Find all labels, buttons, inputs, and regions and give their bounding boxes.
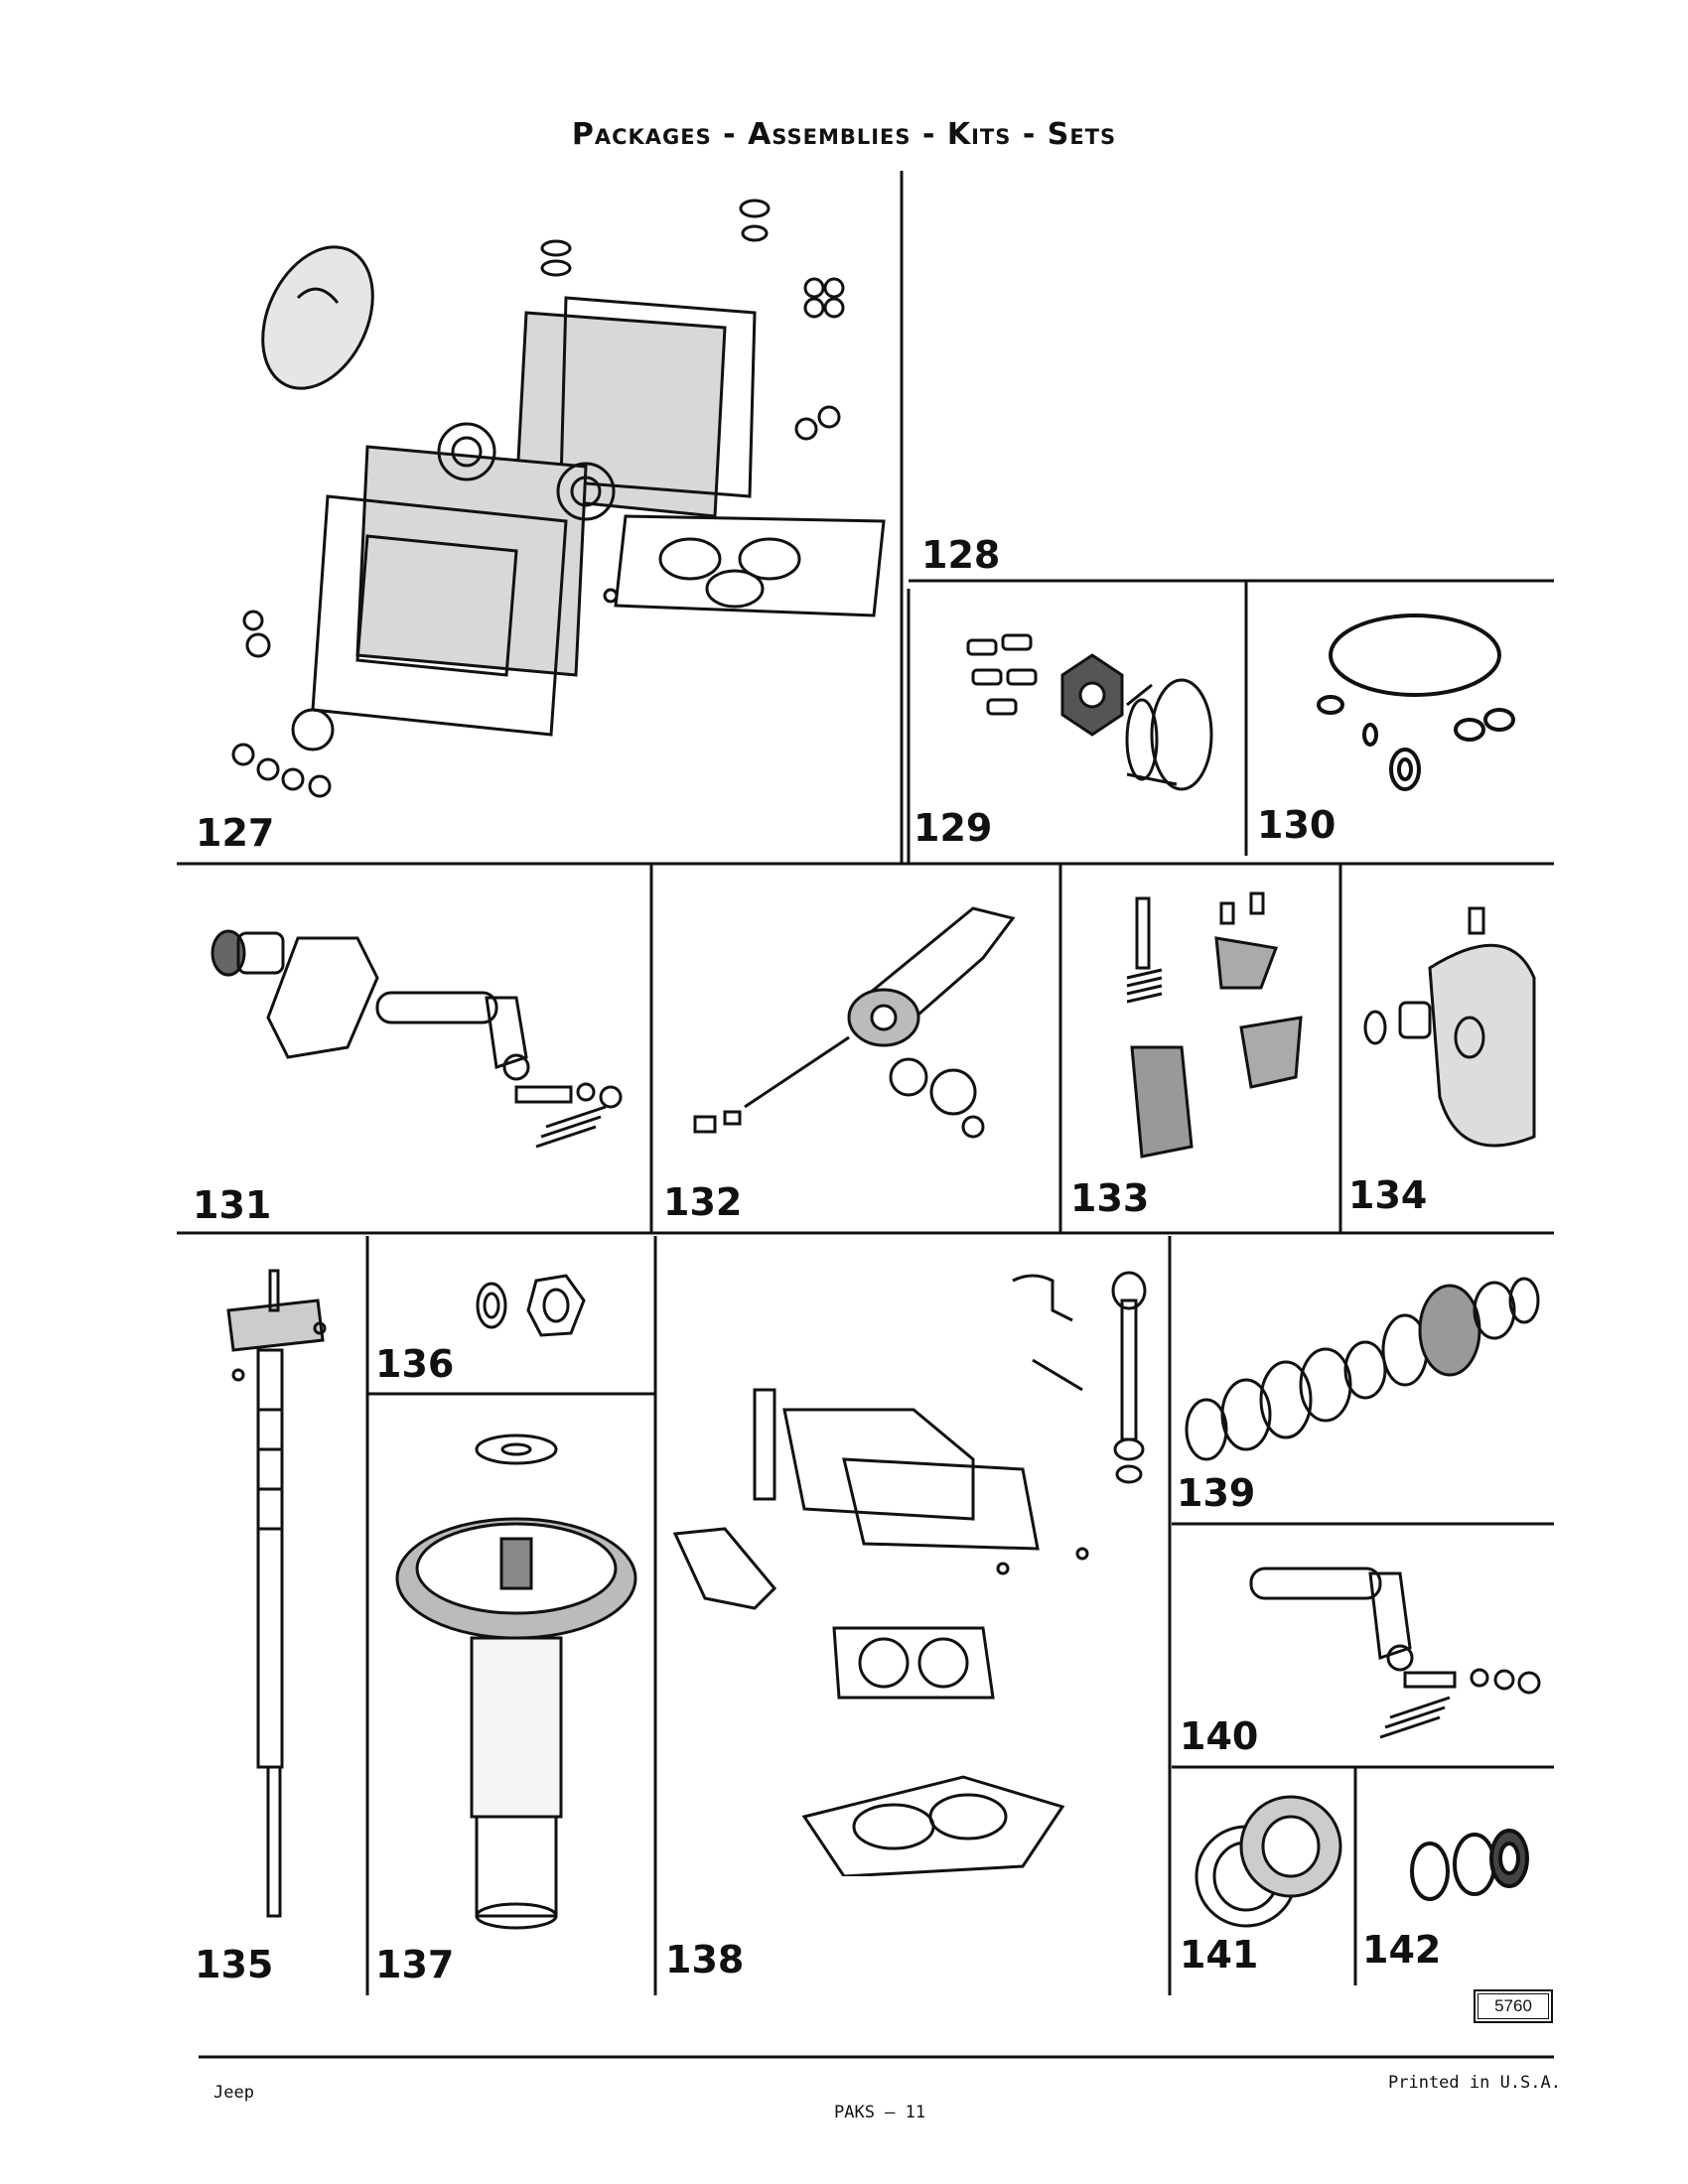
panel-number-137: 137 [375,1943,455,1986]
footer-print-note: Printed in U.S.A. [1388,2073,1561,2093]
panel-number-129: 129 [914,806,993,850]
seal-ring-kit-icon [1317,614,1515,791]
panel-number-141: 141 [1180,1933,1259,1977]
panel-number-132: 132 [663,1180,743,1224]
housing-bushing-kit-icon [1363,906,1536,1148]
shift-lever-kit-icon [1249,1567,1541,1739]
page-title: Packages - Assemblies - Kits - Sets [571,117,1117,152]
panel-number-134: 134 [1348,1173,1428,1217]
distributor-housing-icon [395,1433,637,1930]
roller-bearing-icon [1195,1795,1342,1928]
figure-code-box: 5760 [1474,1989,1553,2023]
panel-number-133: 133 [1070,1176,1150,1220]
footer-page-number: PAKS – 11 [834,2103,926,2122]
shift-lever-kit-icon [211,929,623,1149]
panel-number-131: 131 [193,1183,272,1227]
panel-number-128: 128 [921,533,1001,577]
footer-brand: Jeep [213,2083,254,2103]
panel-number-140: 140 [1180,1714,1259,1758]
panel-number-127: 127 [196,811,275,855]
panel-number-142: 142 [1362,1928,1442,1972]
panel-number-135: 135 [195,1943,274,1986]
coupling-kit-icon [966,633,1213,791]
nut-washer-kit-icon [476,1274,586,1337]
panel-number-139: 139 [1177,1471,1256,1515]
panel-number-136: 136 [375,1342,455,1386]
bracket-spring-kit-icon [1126,891,1303,1159]
carburetor-repair-kit-icon [672,1271,1147,1876]
panel-number-130: 130 [1257,803,1336,847]
panel-number-138: 138 [665,1938,745,1981]
distributor-shaft-icon [226,1269,327,1918]
linkage-assembly-icon [693,906,1016,1139]
o-ring-seal-kit-icon [1410,1829,1529,1901]
bearing-seal-kit-icon [1185,1277,1540,1461]
carburetor-gasket-kit-icon [231,199,886,798]
